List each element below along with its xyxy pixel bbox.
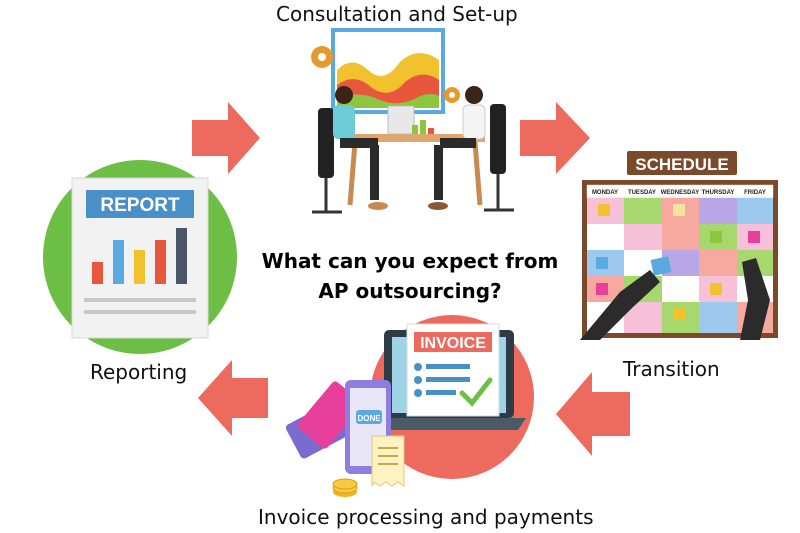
report-illustration: REPORT (43, 160, 237, 354)
invoice-title: INVOICE (420, 335, 486, 352)
schedule-illustration: SCHEDULE MONDAY TUESDAY WEDNESDAY THURSD… (580, 151, 778, 340)
invoice-illustration: INVOICE DONE (286, 315, 534, 497)
svg-text:THURSDAY: THURSDAY (702, 190, 735, 196)
schedule-day-headers: MONDAY TUESDAY WEDNESDAY THURSDAY FRIDAY (592, 190, 766, 196)
svg-text:WEDNESDAY: WEDNESDAY (661, 190, 699, 196)
step-label-transition: Transition (623, 357, 720, 381)
arrow-right-icon (192, 102, 260, 174)
step-label-reporting: Reporting (90, 360, 188, 384)
svg-text:TUESDAY: TUESDAY (628, 190, 656, 196)
svg-text:MONDAY: MONDAY (592, 190, 618, 196)
svg-text:FRIDAY: FRIDAY (744, 190, 766, 196)
done-label: DONE (357, 414, 381, 423)
consultation-illustration (311, 28, 514, 214)
center-question-line1: What can you expect from (261, 249, 559, 273)
center-question: What can you expect from AP outsourcing? (250, 246, 570, 306)
schedule-title: SCHEDULE (635, 155, 729, 174)
arrow-right-icon (520, 102, 590, 174)
report-title: REPORT (100, 195, 180, 216)
center-question-line2: AP outsourcing? (318, 279, 502, 303)
step-label-consultation: Consultation and Set-up (276, 2, 518, 26)
step-label-invoice: Invoice processing and payments (258, 505, 594, 529)
arrow-left-icon (556, 372, 630, 456)
arrow-left-icon (198, 360, 268, 436)
